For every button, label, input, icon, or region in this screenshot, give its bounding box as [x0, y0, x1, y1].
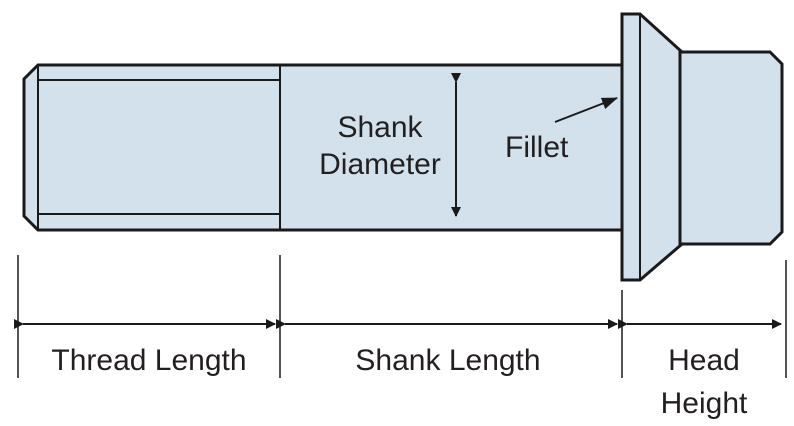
shank-diameter-label-2: Diameter: [319, 148, 441, 181]
fillet-leader-arrow: [554, 97, 618, 123]
shank-length-label: Shank Length: [355, 344, 540, 377]
shank-diameter-label-1: Shank: [337, 111, 423, 144]
head-height-label-2: Height: [661, 387, 748, 420]
fillet-label: Fillet: [505, 131, 569, 164]
fillet-flange: [620, 12, 684, 282]
bolt-head: [678, 50, 784, 246]
thread-length-label: Thread Length: [51, 344, 246, 377]
bolt: [22, 12, 784, 282]
head-height-label-1: Head: [668, 344, 740, 377]
